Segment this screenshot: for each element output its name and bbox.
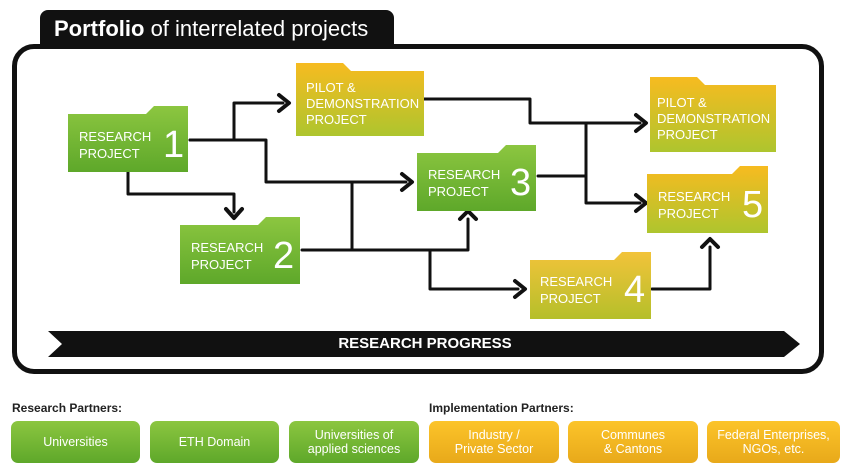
diagram-frame [12, 44, 824, 374]
title-rest: of interrelated projects [150, 16, 369, 41]
rp1-label: RESEARCH PROJECT [79, 129, 152, 161]
rp2-number: 2 [273, 235, 295, 277]
folder-pilot1 [296, 63, 424, 136]
connector-3-to-5 [536, 121, 588, 178]
arrowhead-rp5 [634, 193, 648, 213]
partner-eth-domain: ETH Domain [150, 421, 279, 463]
research-progress-label: RESEARCH PROGRESS [338, 335, 512, 352]
title-tab [40, 10, 394, 46]
rp1-number: 1 [163, 124, 185, 166]
implementation-partners-title: Implementation Partners: [429, 401, 574, 415]
folder-rp2 [180, 217, 300, 284]
rp2-label: RESEARCH PROJECT [191, 240, 264, 272]
arrowhead-rp5-up [700, 237, 720, 249]
arrowhead-pilot1 [277, 93, 291, 113]
partner-industry: Industry / Private Sector [429, 421, 559, 463]
connector-2-to-4 [428, 248, 520, 291]
rp3-label: RESEARCH PROJECT [428, 167, 501, 199]
rp5-number: 5 [742, 184, 764, 226]
research-partners-title: Research Partners: [12, 401, 123, 415]
arrowhead-rp2 [224, 207, 244, 220]
folder-rp3 [417, 145, 536, 211]
connector-3-to-5b [584, 174, 642, 205]
arrowhead-rp4 [513, 279, 527, 299]
connector-1-to-pilot1 [188, 101, 285, 142]
pilot2-label: PILOT & DEMONSTRATION PROJECT [657, 95, 771, 142]
rp4-number: 4 [624, 269, 646, 311]
arrowhead-pilot2 [634, 113, 648, 133]
title-bold: Portfolio [54, 16, 145, 41]
folder-rp5 [647, 166, 768, 233]
research-progress-arrow [48, 331, 800, 357]
folder-rp4 [530, 252, 651, 319]
partner-universities: Universities [11, 421, 140, 463]
pilot1-label: PILOT & DEMONSTRATION PROJECT [306, 80, 420, 127]
rp4-label: RESEARCH PROJECT [540, 274, 613, 306]
partner-federal: Federal Enterprises, NGOs, etc. [707, 421, 840, 463]
rp5-label: RESEARCH PROJECT [658, 189, 731, 221]
folder-rp1 [68, 106, 188, 172]
page-title: Portfolio of interrelated projects [54, 16, 368, 42]
connector-2-to-3 [300, 217, 470, 252]
partner-communes: Communes & Cantons [568, 421, 698, 463]
connector-pilot1-to-pilot2 [422, 97, 642, 125]
connector-1-to-3 [188, 138, 408, 184]
folder-pilot2 [650, 77, 776, 152]
connector-4-to-5 [650, 245, 712, 291]
arrowhead-rp3 [400, 172, 414, 192]
connector-1-to-2 [126, 170, 236, 214]
partner-applied-sciences: Universities of applied sciences [289, 421, 419, 463]
rp3-number: 3 [510, 162, 532, 204]
